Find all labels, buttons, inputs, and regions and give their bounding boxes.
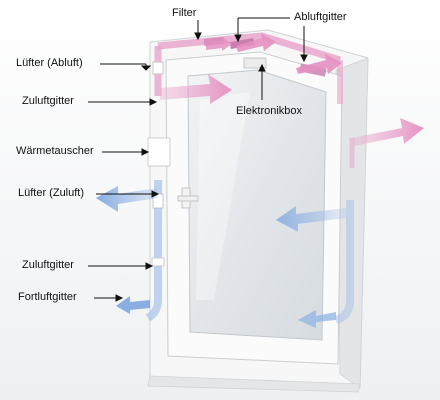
supply-grille-bottom <box>151 257 165 267</box>
abluftgitter-component <box>229 37 255 50</box>
supply-arrow-lower-right <box>298 310 336 328</box>
supply-duct-right <box>334 200 354 324</box>
leader-lines <box>88 17 308 302</box>
exhaust-arrow-top-mid <box>236 33 276 52</box>
label-fortluftgitter: Fortluftgitter <box>18 291 77 303</box>
label-zuluftgitter-top: Zuluftgitter <box>22 95 74 107</box>
label-luefter-abluft: Lüfter (Abluft) <box>16 57 83 69</box>
fan-exhaust-component <box>152 61 164 75</box>
glass-reflection <box>196 92 250 300</box>
supply-duct-left <box>145 180 162 322</box>
label-elektronikbox: Elektronikbox <box>236 105 303 117</box>
exhaust-arrow-inner <box>160 74 232 104</box>
heat-exchanger-box <box>147 137 171 167</box>
electronic-box <box>243 57 267 69</box>
label-luefter-zuluft: Lüfter (Zuluft) <box>18 187 85 199</box>
label-filter: Filter <box>172 7 197 19</box>
window-handle <box>177 187 199 209</box>
exhaust-arrow-outside <box>352 118 424 146</box>
window-sill <box>147 375 361 393</box>
label-zuluftgitter-bottom: Zuluftgitter <box>22 259 74 271</box>
label-abluftgitter: Abluftgitter <box>294 11 347 23</box>
exhaust-arrow-top-left <box>206 36 232 51</box>
supply-arrow-inner-right <box>276 206 346 232</box>
label-waermetauscher: Wärmetauscher <box>16 145 94 157</box>
supply-arrow-outside-left <box>96 186 158 212</box>
supply-arrow-lower-left <box>116 296 150 314</box>
exhaust-arrow-top-right <box>296 54 342 74</box>
